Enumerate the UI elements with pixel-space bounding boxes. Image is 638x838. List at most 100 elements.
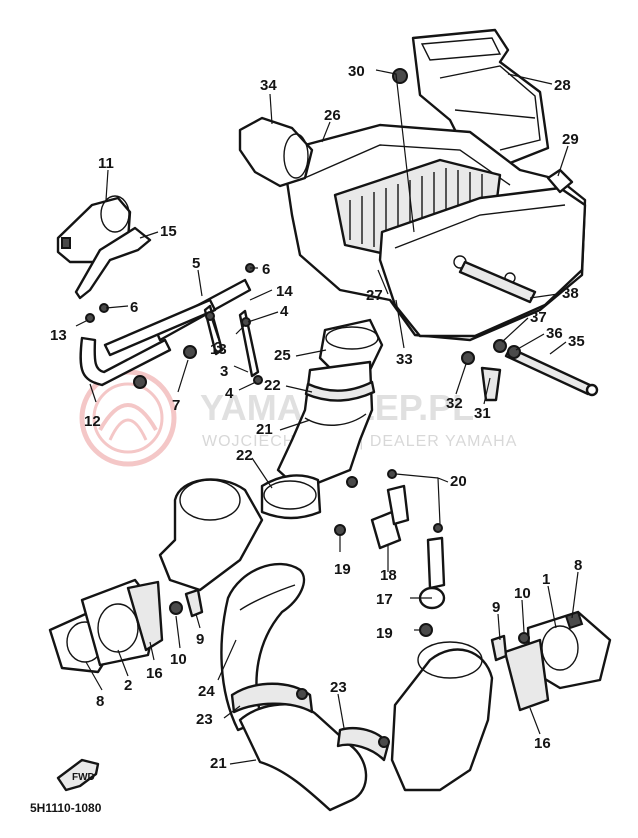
callout-2: 2 — [124, 677, 132, 694]
callout-16: 16 — [534, 735, 551, 752]
callout-38: 38 — [562, 285, 579, 302]
filter-pleats — [349, 168, 483, 252]
pipe-17 — [426, 536, 446, 590]
callout-23: 23 — [330, 679, 347, 696]
bolt-38 — [458, 260, 537, 304]
hose-12 — [79, 336, 172, 387]
callout-12: 12 — [84, 413, 101, 430]
clip-20b — [433, 523, 443, 533]
clamp-23b — [336, 726, 390, 762]
callout-4: 4 — [280, 303, 289, 320]
callout-30: 30 — [348, 63, 365, 80]
callout-7: 7 — [172, 397, 180, 414]
carb-body-right — [390, 648, 494, 792]
bracket-15 — [74, 226, 152, 300]
clip-7b — [133, 375, 147, 389]
boot-21 — [238, 703, 368, 812]
callout-10: 10 — [170, 651, 187, 668]
clamp-22a — [304, 380, 376, 402]
screw-9a — [184, 588, 204, 618]
callout-31: 31 — [474, 405, 491, 422]
callout-36: 36 — [546, 325, 563, 342]
fuel-fitting-assembly — [334, 469, 446, 637]
callout-10: 10 — [514, 585, 531, 602]
callout-9: 9 — [492, 599, 500, 616]
bolt-35-head — [585, 383, 599, 397]
callout-13: 13 — [210, 341, 227, 358]
callout-21: 21 — [210, 755, 227, 772]
air-box-assembly — [238, 28, 599, 402]
callout-33: 33 — [396, 351, 413, 368]
callout-3: 3 — [220, 363, 228, 380]
callout-15: 15 — [160, 223, 177, 240]
clamp-23b-screw — [378, 736, 390, 748]
callout-5: 5 — [192, 255, 200, 272]
callout-6: 6 — [130, 299, 138, 316]
callout-14: 14 — [276, 283, 293, 300]
nut-32 — [461, 351, 475, 365]
callout-34: 34 — [260, 77, 277, 94]
callout-1: 1 — [542, 571, 550, 588]
callout-28: 28 — [554, 77, 571, 94]
part-code: 5H1110-1080 — [30, 801, 102, 815]
clip-29 — [546, 168, 574, 194]
callout-24: 24 — [198, 683, 215, 700]
washer-37 — [493, 339, 507, 353]
callout-17: 17 — [376, 591, 393, 608]
callout-4: 4 — [225, 385, 234, 402]
callout-16: 16 — [146, 665, 163, 682]
clip-20a — [387, 469, 397, 479]
callout-19: 19 — [376, 625, 393, 642]
clip-7a — [183, 345, 197, 359]
screw-9b — [490, 634, 508, 662]
clamp-16a — [126, 580, 164, 652]
callout-32: 32 — [446, 395, 463, 412]
washer-36 — [507, 345, 521, 359]
left-carburetor-joint — [48, 478, 264, 674]
callout-18: 18 — [380, 567, 397, 584]
callout-37: 37 — [530, 309, 547, 326]
clamp-16b — [503, 638, 550, 712]
callout-22: 22 — [264, 377, 281, 394]
callout-8: 8 — [574, 557, 582, 574]
screw-30 — [392, 68, 408, 84]
forward-arrow-icon: FWD — [56, 758, 100, 792]
washer-10a — [169, 601, 183, 615]
callout-20: 20 — [450, 473, 467, 490]
callout-25: 25 — [274, 347, 291, 364]
hose-14 — [103, 298, 217, 357]
callout-35: 35 — [568, 333, 585, 350]
callout-21: 21 — [256, 421, 273, 438]
callout-22: 22 — [236, 447, 253, 464]
washer-10b — [518, 632, 530, 644]
callout-26: 26 — [324, 107, 341, 124]
callout-3: 3 — [214, 339, 222, 356]
callout-19: 19 — [334, 561, 351, 578]
right-carburetor-joint — [390, 610, 612, 792]
forward-label: FWD — [72, 772, 95, 783]
callout-27: 27 — [366, 287, 383, 304]
clip-19a — [334, 524, 346, 536]
clip-19b — [419, 623, 433, 637]
breather-hose-assembly — [56, 195, 263, 389]
callout-6: 6 — [262, 261, 270, 278]
callout-9: 9 — [196, 631, 204, 648]
clip-13b — [205, 311, 215, 321]
carb-body-left — [158, 478, 264, 592]
lower-intake-boot — [220, 562, 390, 812]
clamp-23a — [230, 682, 314, 714]
callout-8: 8 — [96, 693, 104, 710]
elbow-18 — [386, 484, 410, 526]
canister-fitting — [61, 237, 71, 249]
callout-23: 23 — [196, 711, 213, 728]
air-box-cover-33 — [378, 186, 587, 338]
clamp-23a-screw — [296, 688, 308, 700]
clamp-screw — [346, 476, 358, 488]
intake-duct-28 — [411, 28, 550, 167]
callout-11: 11 — [98, 155, 114, 172]
screw-31 — [480, 366, 502, 402]
callout-29: 29 — [562, 131, 579, 148]
callout-numbers: 1 2 3 3 4 4 5 6 6 7 8 8 9 9 10 10 11 12 … — [50, 63, 585, 772]
upper-intake-joint — [260, 318, 384, 520]
